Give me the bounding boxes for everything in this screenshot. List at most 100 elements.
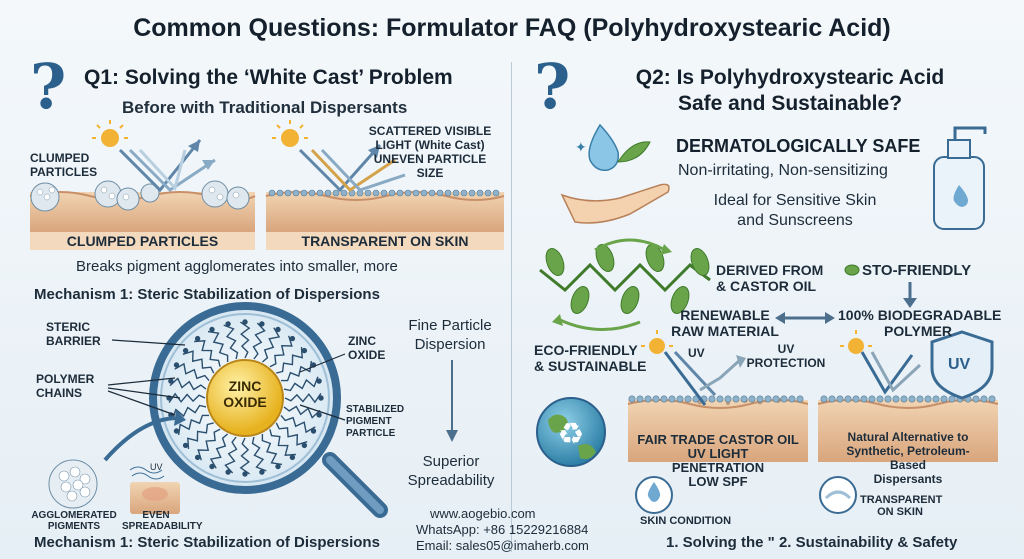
- polymer-chain: [168, 392, 206, 403]
- zinc-oxide-center-label: ZINC OXIDE: [223, 378, 267, 410]
- sun-icon: [840, 330, 872, 354]
- polymer-chain: [171, 404, 207, 420]
- chain-end: [225, 321, 231, 327]
- chain-end: [182, 347, 189, 354]
- sun-icon: [272, 120, 308, 147]
- superior-spreadability-text: Superior Spreadability: [407, 453, 495, 489]
- fine-particle-text: Fine Particle Dispersion: [408, 317, 492, 353]
- question-mark-icon: ?: [30, 50, 67, 123]
- page-title: Common Questions: Formulator FAQ (Polyhy…: [133, 14, 891, 42]
- particle-bead: [916, 395, 924, 403]
- uv-protection-line1: UV: [777, 342, 795, 356]
- particle-bead: [988, 395, 996, 403]
- natural-line3: Based: [889, 458, 927, 472]
- particle-bead: [676, 395, 684, 403]
- particle-bead: [892, 395, 900, 403]
- pump-bottle-icon: [933, 126, 987, 230]
- polymer-chain: [240, 321, 251, 359]
- polymer-chain: [269, 335, 293, 368]
- particle-bead: [876, 395, 884, 403]
- natural-line2: Synthetic, Petroleum-: [846, 444, 970, 458]
- particle-bead: [716, 395, 724, 403]
- particle-bead: [844, 395, 852, 403]
- particle-bead: [660, 395, 668, 403]
- polymer-chains-graphic: [166, 319, 324, 477]
- zinc-oxide-particle: [206, 359, 284, 437]
- polymer-chain: [187, 422, 214, 449]
- sto-friendly-label: STO-FRIENDLY: [862, 262, 972, 279]
- particle-bead: [900, 395, 908, 403]
- svg-text:♻: ♻: [558, 418, 585, 451]
- column-divider: [511, 62, 512, 552]
- particle-bead: [924, 395, 932, 403]
- chain-end: [194, 335, 201, 342]
- chain-end: [242, 471, 248, 477]
- skin-panel-right: [265, 191, 505, 232]
- transparent-skin-icon: [819, 476, 857, 514]
- particle-bead: [860, 395, 868, 403]
- down-arrow: [903, 282, 917, 308]
- curved-arrow: [103, 410, 186, 462]
- polymer-chain: [177, 414, 209, 436]
- particle-bead: [940, 395, 948, 403]
- steric-barrier-label: STERIC BARRIER: [46, 320, 101, 348]
- natural-line1: Natural Alternative to: [847, 430, 969, 444]
- polymer-chain: [197, 428, 221, 461]
- polymer-chain: [283, 405, 321, 419]
- polymer-chain: [261, 434, 283, 466]
- scatter-arrows-left: [118, 139, 216, 193]
- chain-end: [310, 428, 317, 434]
- polymer-chain: [280, 414, 316, 434]
- biodeg-line2: POLYMER: [884, 323, 952, 339]
- fairtrade-line4: LOW SPF: [688, 474, 748, 489]
- email-text: Email: sales05@imaherb.com: [416, 538, 589, 553]
- hand-drop-icon: ✦: [560, 123, 670, 224]
- polymer-chain: [223, 324, 239, 360]
- sun-icon: [641, 330, 673, 354]
- eco-line1: ECO-FRIENDLY: [534, 342, 638, 358]
- polymer-chain: [224, 436, 238, 474]
- particle-bead: [788, 395, 796, 403]
- particle-bead: [684, 395, 692, 403]
- whatsapp-text: WhatsApp: +86 15229216884: [416, 522, 589, 537]
- chain-end: [209, 326, 215, 333]
- derm-title: DERMATOLOGICALLY SAFE: [676, 136, 921, 156]
- chain-end: [182, 442, 189, 449]
- chain-end: [289, 454, 296, 461]
- fairtrade-line2: UV LIGHT: [687, 446, 749, 461]
- transparent-line1: TRANSPARENT: [860, 494, 943, 506]
- q2-heading-line2: Safe and Sustainable?: [677, 92, 903, 115]
- particle-bead: [708, 395, 716, 403]
- particle-bead: [756, 395, 764, 403]
- particle-bead: [668, 395, 676, 403]
- polymer-chain: [207, 330, 229, 362]
- transparent-line2: ON SKIN: [877, 506, 923, 518]
- particle-bead: [764, 395, 772, 403]
- polymer-chain: [209, 433, 229, 469]
- polymer-chain: [284, 393, 322, 404]
- particle-bead: [740, 395, 748, 403]
- mechanism-title: Mechanism 1: Steric Stabilization of Dis…: [34, 286, 380, 303]
- chain-end: [318, 395, 324, 401]
- q2-heading-line1: Q2: Is Polyhydroxystearic Acid: [635, 66, 945, 89]
- polymer-chain: [269, 429, 296, 456]
- skin-condition-label: SKIN CONDITION: [640, 515, 732, 527]
- chain-end: [275, 463, 281, 470]
- polymer-chain: [239, 437, 250, 475]
- particle-bead: [908, 395, 916, 403]
- clumped-particles-label: CLUMPED PARTICLES: [30, 151, 98, 179]
- sun-icon: [92, 120, 128, 147]
- particle-bead: [828, 395, 836, 403]
- particle-bead: [868, 395, 876, 403]
- particle-bead: [852, 395, 860, 403]
- polymer-chains-label: POLYMER CHAINS: [36, 372, 95, 400]
- chain-end: [173, 428, 180, 434]
- particle-bead: [628, 395, 636, 403]
- breaks-text: Breaks pigment agglomerates into smaller…: [76, 258, 398, 275]
- shield-uv-text: UV: [948, 356, 971, 373]
- particle-bead: [724, 395, 732, 403]
- derm-sub: Non-irritating, Non-sensitizing: [678, 162, 888, 179]
- chain-end: [173, 362, 180, 368]
